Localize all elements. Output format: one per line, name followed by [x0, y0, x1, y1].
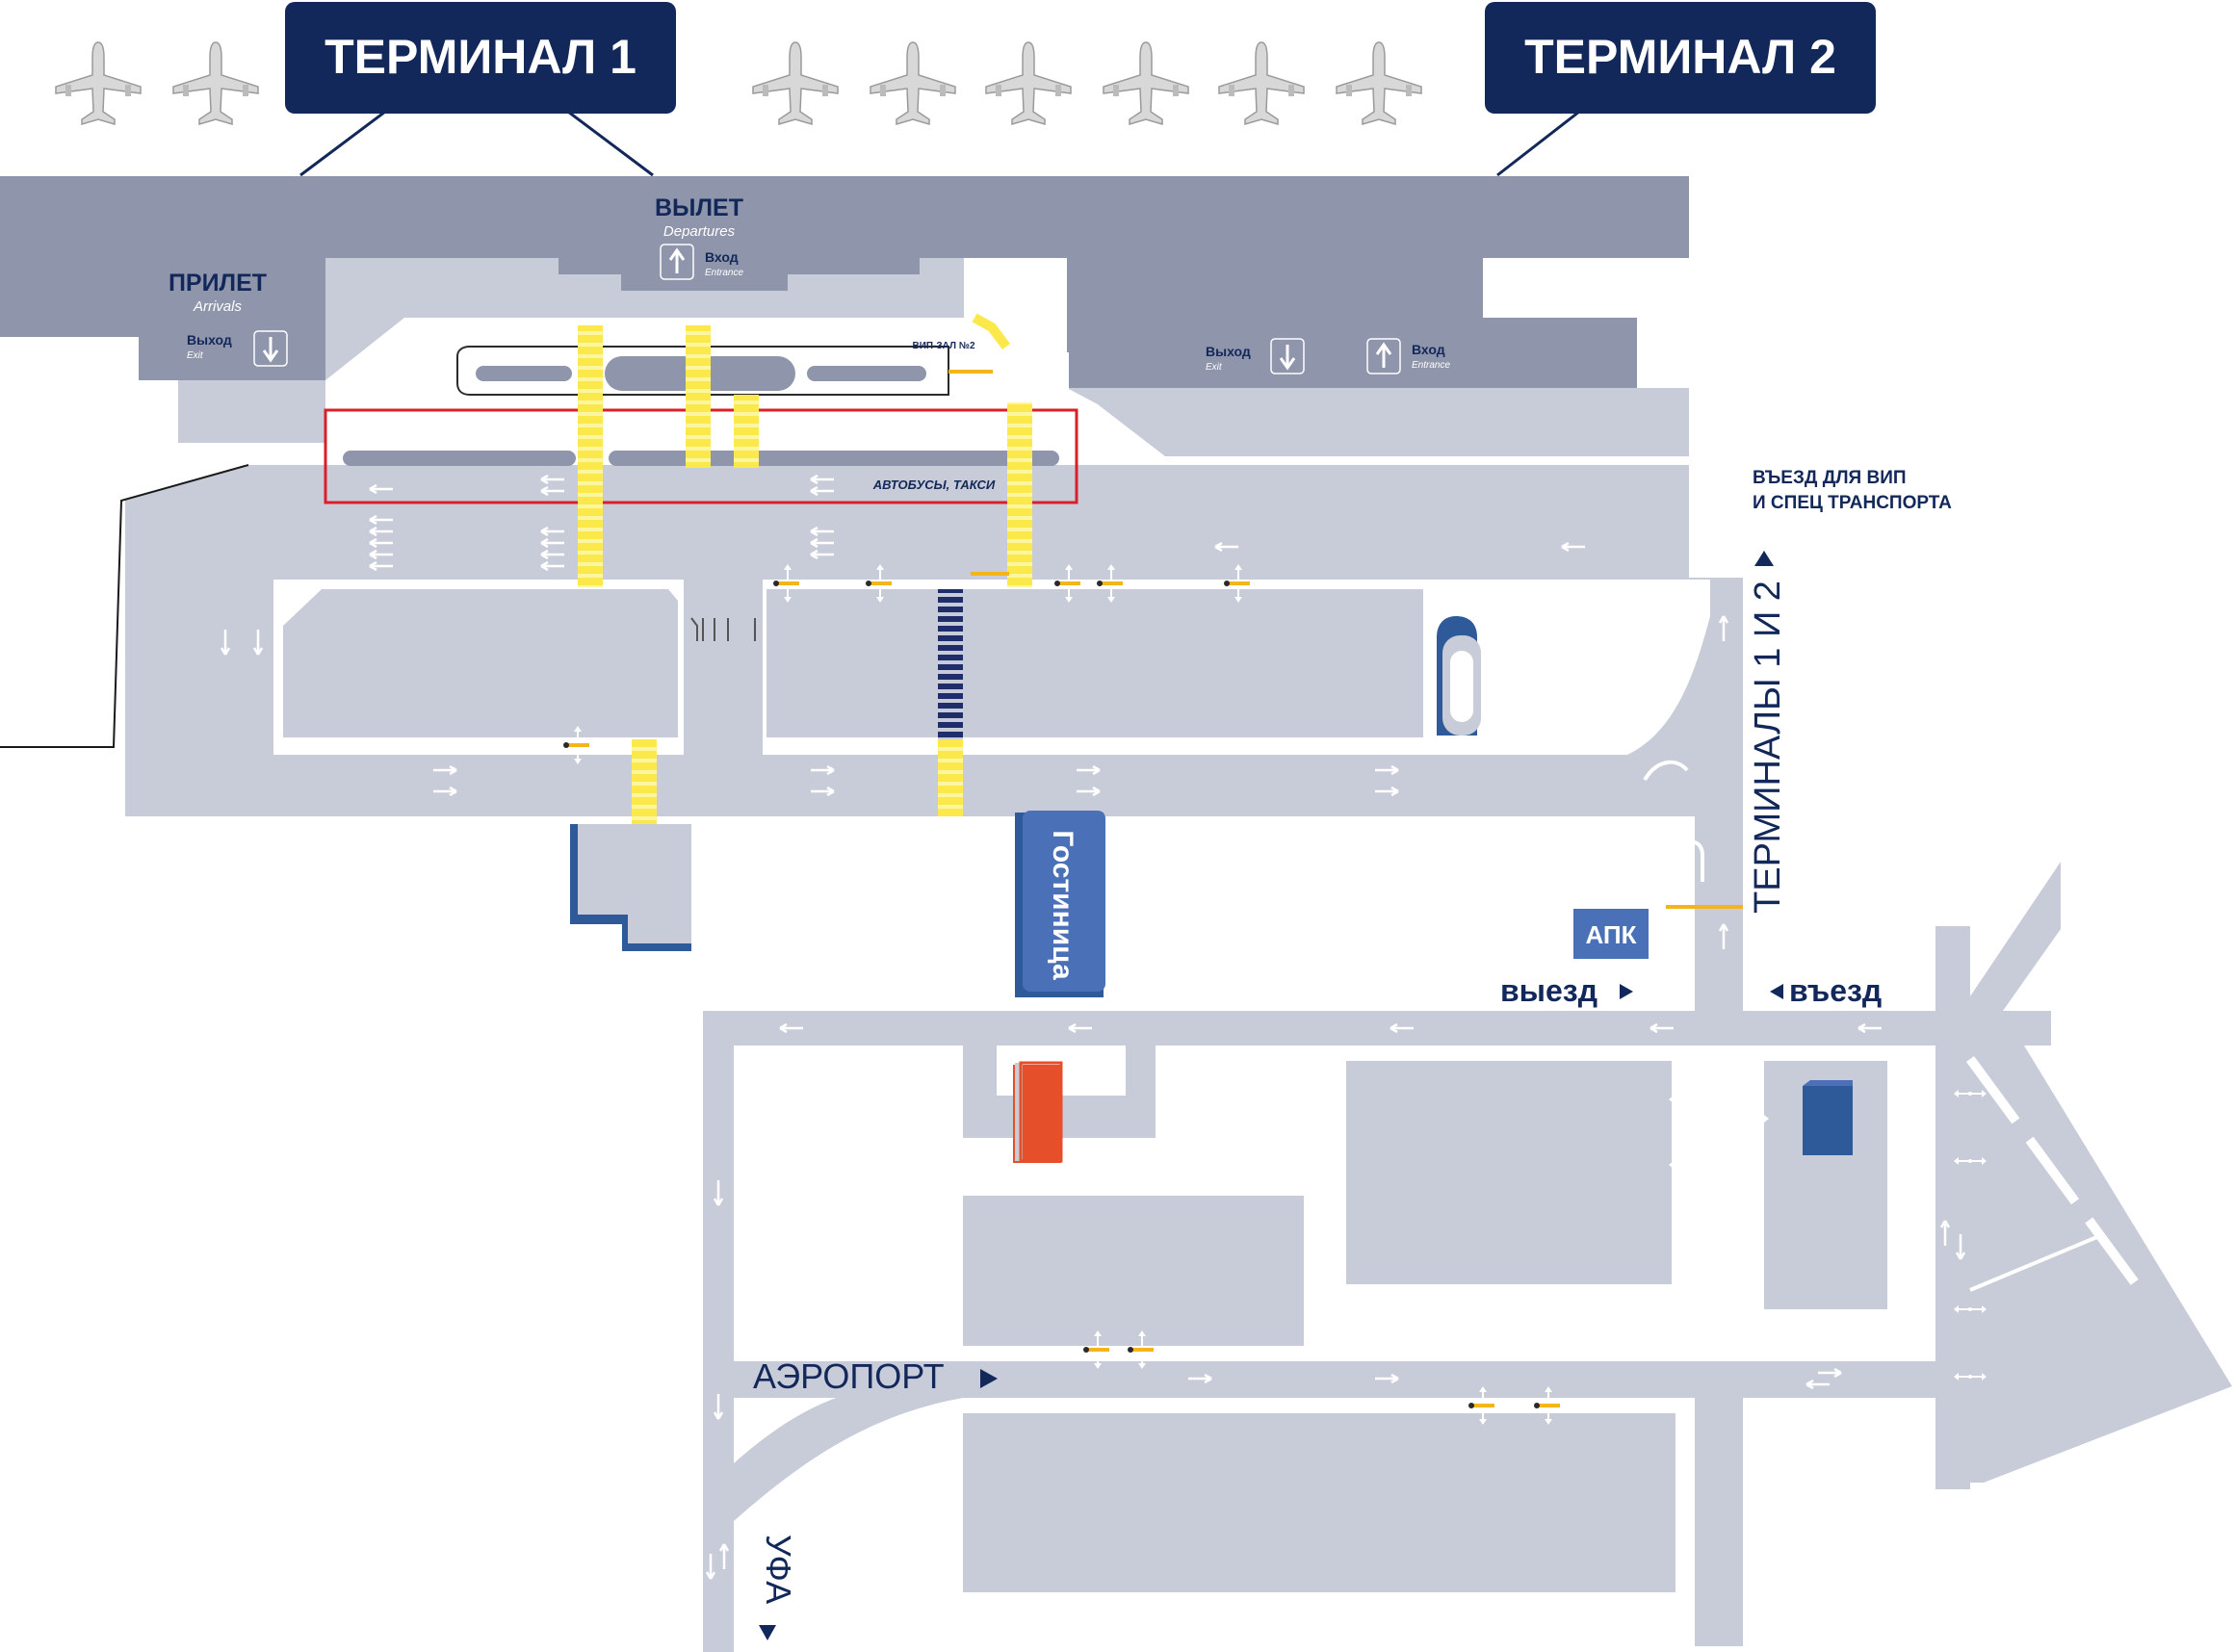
airplane-icon: [172, 41, 259, 125]
down-arrow-icon: [1279, 345, 1296, 371]
t1-exit-sign[interactable]: Выход Exit: [187, 330, 288, 367]
triangle-marker-icon: [1620, 984, 1633, 999]
apk-label: АПК: [1586, 920, 1637, 949]
t1-entrance-label: Вход: [705, 249, 739, 265]
traffic-arrows: [220, 474, 1966, 1581]
down-arrow-icon: [262, 337, 279, 363]
t2-exit-sign[interactable]: Выход Exit: [1206, 338, 1305, 374]
airplane-icon: [1336, 41, 1422, 125]
up-arrow-icon: [1375, 342, 1392, 368]
hotel-label: Гостиница: [1047, 830, 1078, 980]
t1-exit-label: Выход: [187, 332, 232, 348]
triangle-marker-icon: [759, 1625, 776, 1640]
up-arrow-icon: [668, 247, 686, 273]
ufa-label: УФА: [759, 1535, 798, 1604]
departures-label: ВЫЛЕТ: [655, 194, 743, 221]
t2-entrance-label: Вход: [1412, 342, 1445, 357]
departures-sub: Departures: [663, 223, 736, 240]
airplane-icon: [1103, 41, 1189, 125]
airplane-icon: [752, 41, 839, 125]
apk-box: [1573, 909, 1649, 959]
airplane-icon: [55, 41, 142, 125]
crosswalks: [578, 325, 1032, 824]
terminal-building: [0, 176, 1689, 456]
vip-entry-line1: ВЪЕЗД ДЛЯ ВИП: [1753, 468, 1907, 488]
terminals-road-label: ТЕРМИНАЛЫ 1 И 2: [1748, 581, 1788, 914]
airplane-icon: [870, 41, 956, 125]
entry-label: въезд: [1789, 973, 1882, 1008]
t1-exit-sub: Exit: [187, 350, 204, 361]
airport-label: АЭРОПОРТ: [753, 1356, 945, 1396]
arrivals-sub: Arrivals: [193, 298, 243, 315]
terminal1-callout[interactable]: ТЕРМИНАЛ 1: [285, 2, 676, 177]
terminal2-label: ТЕРМИНАЛ 2: [1524, 30, 1836, 84]
t1-entrance-sub: Entrance: [705, 268, 743, 278]
t1-entrance-sign[interactable]: Вход Entrance: [660, 244, 743, 280]
parking-lots: [283, 589, 1935, 1592]
vip-entry-line2: И СПЕЦ ТРАНСПОРТА: [1753, 493, 1952, 513]
t2-entrance-sub: Entrance: [1412, 360, 1450, 371]
t2-exit-sub: Exit: [1206, 362, 1223, 373]
triangle-marker-icon: [1754, 551, 1774, 566]
vip-hall-label: ВИП-ЗАЛ №2: [912, 341, 974, 351]
triangle-marker-icon: [980, 1369, 998, 1388]
terminal1-label: ТЕРМИНАЛ 1: [325, 30, 636, 84]
airplane-icon: [985, 41, 1072, 125]
exit-label: выезд: [1500, 973, 1598, 1008]
t2-exit-label: Выход: [1206, 344, 1251, 359]
bus-taxi-label: АВТОБУСЫ, ТАКСИ: [872, 478, 996, 492]
t2-entrance-sign[interactable]: Вход Entrance: [1366, 338, 1450, 374]
terminal2-callout[interactable]: ТЕРМИНАЛ 2: [1485, 2, 1876, 177]
triangle-marker-icon: [1770, 984, 1783, 999]
airplane-icon: [1218, 41, 1305, 125]
arrivals-label: ПРИЛЕТ: [169, 270, 267, 297]
